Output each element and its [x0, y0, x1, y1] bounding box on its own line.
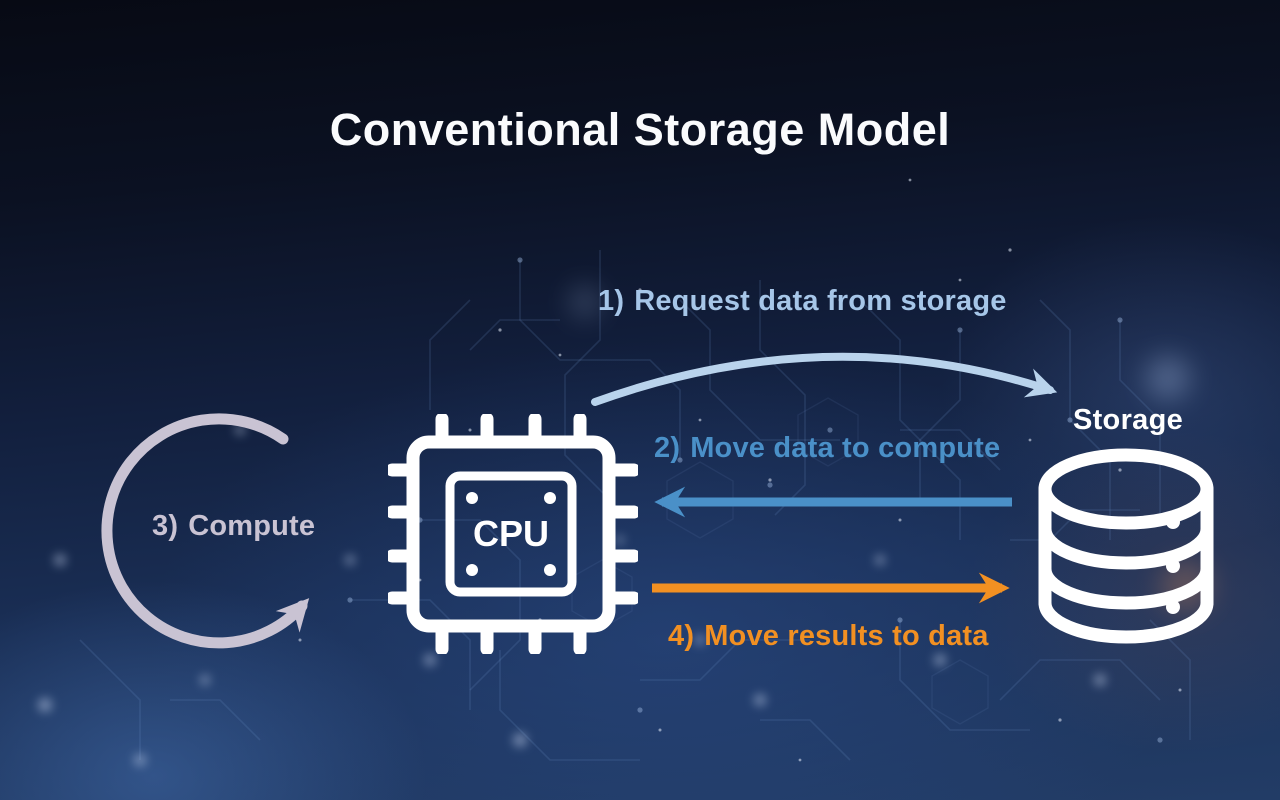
step-1-text: Request data from storage [634, 285, 1007, 317]
step-4-number: 4) [668, 620, 695, 652]
step-2-text: Move data to compute [690, 432, 1001, 464]
step-4-label: 4) Move results to data [668, 620, 989, 653]
step-1-number: 1) [598, 285, 625, 317]
step-4-text: Move results to data [704, 620, 989, 652]
glow-dots [38, 425, 1106, 766]
page-title: Conventional Storage Model [329, 104, 951, 155]
compute-cycle-arrow-icon [101, 413, 310, 649]
step-1-label: 1) Request data from storage [598, 285, 1007, 318]
move-data-arrow-icon [654, 486, 1012, 518]
step-3-label: 3) Compute [152, 510, 315, 543]
circuit-nodes [347, 257, 1163, 743]
cpu-chip-icon: CPU [388, 414, 638, 654]
storage-label: Storage [1072, 404, 1184, 436]
step-3-text: Compute [188, 510, 316, 542]
database-icon [1038, 448, 1214, 644]
cpu-label: CPU [473, 513, 549, 554]
step-2-label: 2) Move data to compute [654, 432, 1000, 465]
step-2-number: 2) [654, 432, 681, 464]
move-results-arrow-icon [652, 572, 1010, 604]
star-dots [298, 178, 1182, 762]
step-3-number: 3) [152, 510, 179, 542]
curved-request-arrow-icon [591, 352, 1058, 406]
